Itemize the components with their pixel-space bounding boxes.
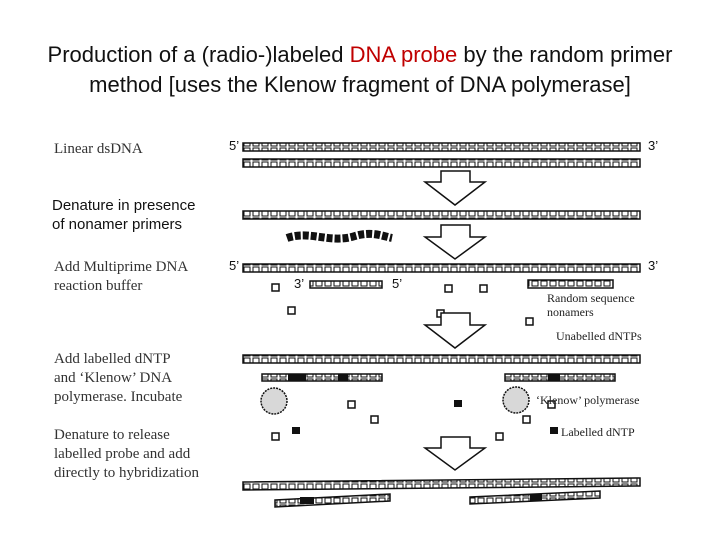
end-5-prime-row3: 5’ bbox=[229, 258, 240, 273]
curled-strand bbox=[285, 229, 393, 243]
step-denature-line-2: of nonamer primers bbox=[52, 216, 183, 233]
extending-strand-right bbox=[504, 373, 616, 382]
end-3-prime-primer: 3’ bbox=[294, 276, 305, 291]
extending-strand-left bbox=[261, 373, 383, 382]
free-nonamers bbox=[527, 279, 614, 289]
step-labelled-line-3: polymerase. Incubate bbox=[54, 389, 183, 405]
title-text-a: Production of a (radio-)labeled bbox=[47, 42, 350, 67]
end-3-prime-row3: 3’ bbox=[648, 258, 659, 273]
end-5-prime-primer: 5’ bbox=[392, 276, 403, 291]
step-release: Denature to release labelled probe and a… bbox=[54, 426, 199, 483]
label-unlabelled-dntps: Unabelled dNTPs bbox=[556, 329, 642, 343]
diagram-panel bbox=[50, 125, 668, 515]
template-strand-3 bbox=[242, 354, 641, 364]
step-release-line-1: Denature to release bbox=[54, 427, 170, 443]
slide-title: Production of a (radio-)labeled DNA prob… bbox=[0, 40, 720, 100]
arrow-1 bbox=[422, 170, 488, 206]
step-labelled-line-1: Add labelled dNTP bbox=[54, 351, 171, 367]
arrow-2 bbox=[422, 224, 488, 260]
step-release-line-3: directly to hybridization bbox=[54, 465, 199, 481]
klenow-polymerase-1 bbox=[260, 387, 288, 415]
step-add-buffer: Add Multiprime DNA reaction buffer bbox=[54, 258, 188, 296]
primer-bound bbox=[309, 280, 383, 289]
step-buffer-line-1: Add Multiprime DNA bbox=[54, 259, 189, 275]
step-denature: Denature in presence of nonamer primers bbox=[50, 196, 198, 234]
step-buffer-line-2: reaction buffer bbox=[54, 278, 143, 294]
step-denature-line-1: Denature in presence bbox=[52, 197, 196, 214]
end-3-prime-row1: 3’ bbox=[648, 138, 659, 153]
labelled-probe-fragments bbox=[274, 490, 601, 508]
arrow-3 bbox=[422, 312, 488, 349]
title-highlight: DNA probe bbox=[349, 42, 458, 67]
unlabelled-dntps bbox=[271, 283, 556, 441]
label-random-line-1: Random sequence bbox=[547, 291, 635, 305]
ds-dna-1 bbox=[242, 142, 641, 168]
end-5-prime-row1: 5’ bbox=[229, 138, 240, 153]
label-klenow-polymerase: ‘Klenow’ polymerase bbox=[536, 393, 640, 407]
title-line-2: method [uses the Klenow fragment of DNA … bbox=[89, 72, 631, 97]
step-labelled-line-2: and ‘Klenow’ DNA bbox=[54, 370, 173, 386]
arrow-4 bbox=[422, 436, 488, 471]
step-release-line-2: labelled probe and add bbox=[54, 446, 191, 462]
step-linear-dsdna: Linear dsDNA bbox=[54, 141, 143, 157]
title-line-1: Production of a (radio-)labeled DNA prob… bbox=[0, 40, 720, 70]
label-random-line-2: nonamers bbox=[547, 305, 594, 319]
label-random-nonamers: Random sequence nonamers bbox=[547, 291, 635, 319]
template-strand-2 bbox=[242, 263, 641, 273]
labelled-dntps bbox=[292, 400, 558, 434]
single-strand-top bbox=[242, 210, 641, 220]
final-strand bbox=[242, 477, 641, 491]
title-text-b: by the random primer bbox=[457, 42, 673, 67]
klenow-polymerase-2 bbox=[502, 386, 530, 414]
step-add-labelled: Add labelled dNTP and ‘Klenow’ DNA polym… bbox=[54, 350, 182, 407]
label-labelled-dntp: Labelled dNTP bbox=[561, 425, 635, 439]
